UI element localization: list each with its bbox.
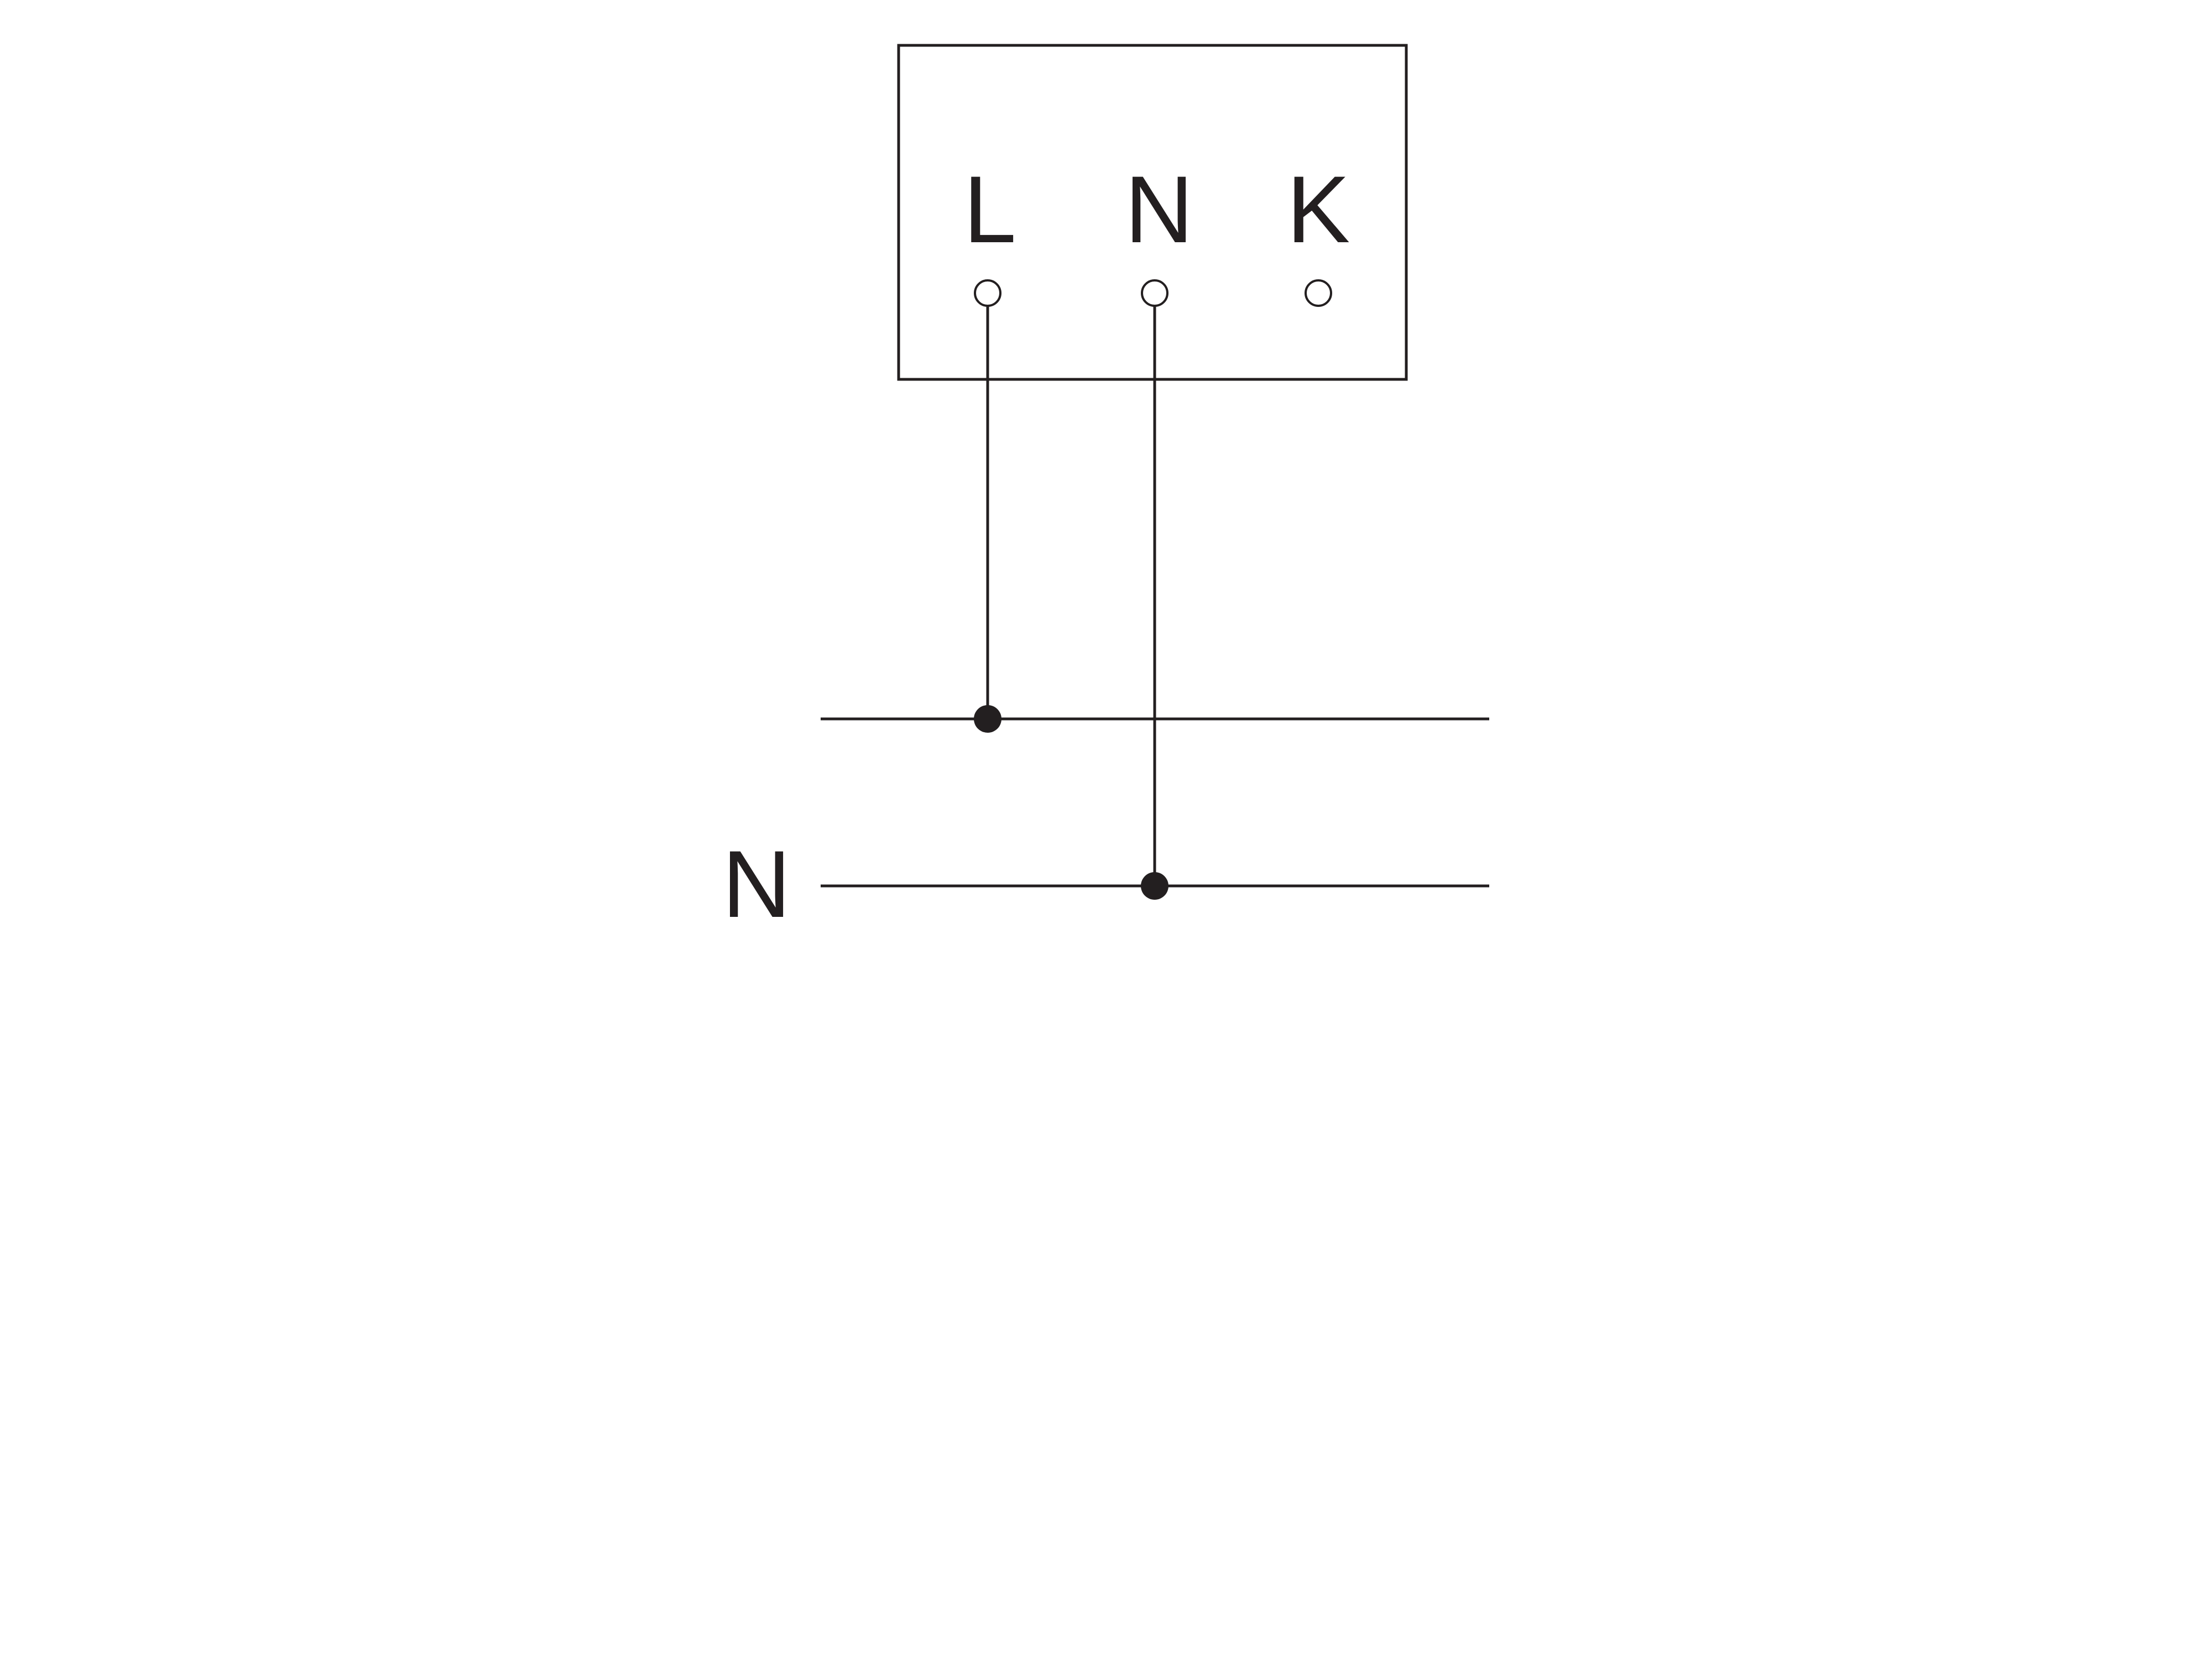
device-box bbox=[897, 44, 1408, 381]
upper-bus-junction bbox=[974, 705, 1001, 733]
neutral-bus-label: N bbox=[722, 831, 791, 937]
terminal-label-l: L bbox=[963, 156, 1016, 263]
terminal-label-k: K bbox=[1287, 156, 1350, 263]
terminal-label-n: N bbox=[1125, 156, 1193, 263]
terminal-l-connector bbox=[974, 279, 1001, 307]
terminal-k-connector bbox=[1305, 279, 1332, 307]
terminal-n-connector bbox=[1141, 279, 1168, 307]
neutral-bus-junction bbox=[1141, 872, 1168, 900]
